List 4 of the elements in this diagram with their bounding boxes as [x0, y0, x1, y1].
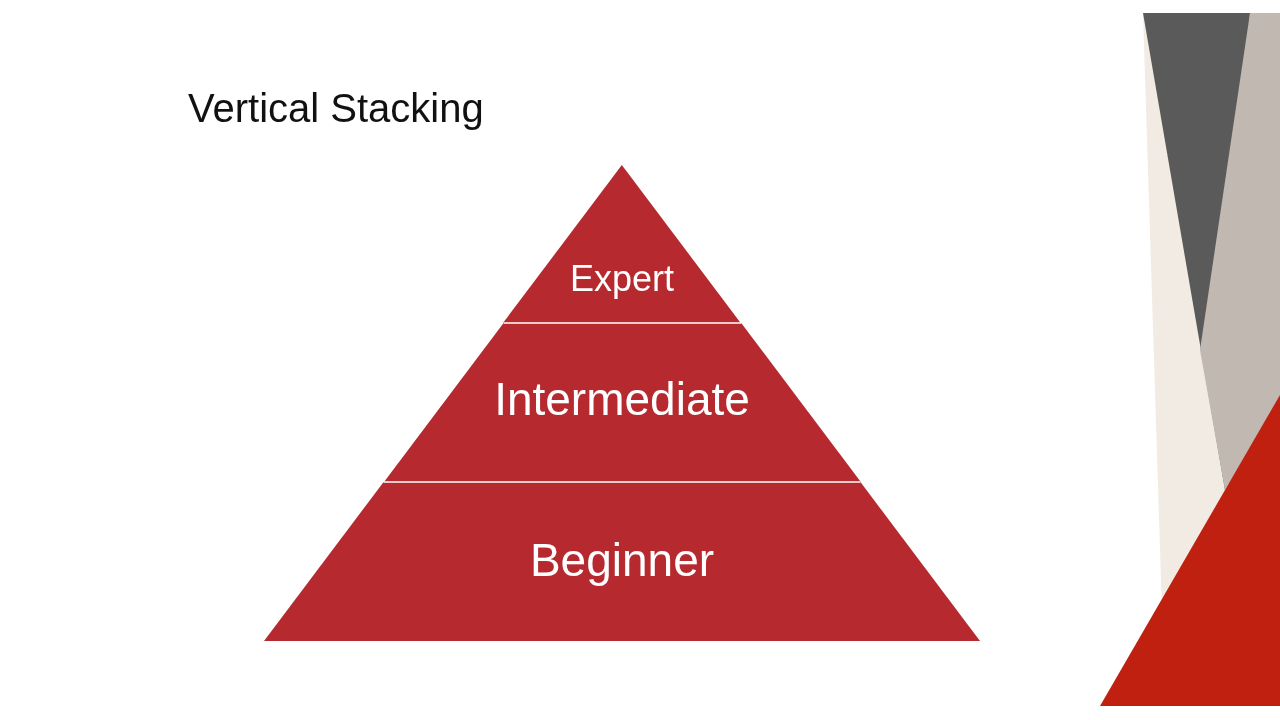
level-label: Expert	[568, 257, 675, 301]
slide-title: Vertical Stacking	[188, 86, 484, 131]
level-label: Beginner	[528, 533, 716, 589]
level-label: Intermediate	[493, 372, 751, 428]
